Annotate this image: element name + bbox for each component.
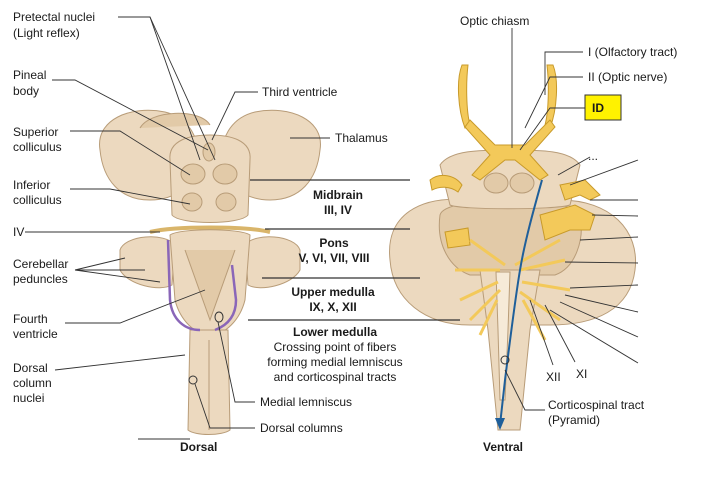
band-lower-medulla-line2: forming medial lemniscus [267, 355, 402, 369]
dorsal-labels: Pretectal nuclei (Light reflex) Pineal b… [13, 10, 388, 454]
corticospinal-arrowhead [495, 418, 505, 430]
band-midbrain-nerves: III, IV [324, 203, 352, 217]
band-upper-medulla-nerves: IX, X, XII [309, 300, 356, 314]
label-thalamus: Thalamus [335, 131, 388, 145]
pineal-body [202, 142, 216, 162]
band-lower-medulla-line1: Crossing point of fibers [274, 340, 397, 354]
ventral-labels: Optic chiasm I (Olfactory tract) II (Opt… [460, 14, 677, 454]
label-ventricle: ventricle [13, 327, 58, 341]
label-fourth: Fourth [13, 312, 48, 326]
label-light-reflex: (Light reflex) [13, 26, 80, 40]
label-pyramid: (Pyramid) [548, 413, 600, 427]
label-pineal: Pineal [13, 68, 46, 82]
label-corticospinal-tract: Corticospinal tract [548, 398, 645, 412]
band-pons-title: Pons [319, 236, 349, 250]
trigeminal-nerve [539, 204, 596, 241]
oculomotor-left [429, 174, 463, 193]
label-dorsal-view: Dorsal [180, 440, 217, 454]
thalamus-inner-left [139, 112, 211, 129]
dorsal-column-nucleus-marker [214, 311, 224, 323]
cranial-rootlets [455, 238, 571, 341]
label-xi: XI [576, 367, 587, 381]
label-pretectal-nuclei: Pretectal nuclei [13, 10, 95, 24]
label-dorsal: Dorsal [13, 361, 48, 375]
band-lower-medulla-title: Lower medulla [293, 325, 377, 339]
trochlear-nerve [149, 225, 271, 234]
label-medial-lemniscus: Medial lemniscus [260, 395, 352, 409]
label-optic-chiasm: Optic chiasm [460, 14, 529, 28]
band-midbrain-title: Midbrain [313, 188, 363, 202]
label-peduncles: peduncles [13, 272, 68, 286]
label-dorsal-columns: Dorsal columns [260, 421, 343, 435]
label-nuclei: nuclei [13, 391, 44, 405]
superior-colliculus-left [180, 163, 206, 185]
ventral-brainstem-illustration [389, 64, 637, 431]
cerebellar-peduncle-right [244, 236, 301, 289]
label-column: column [13, 376, 52, 390]
label-inferior-colliculus: colliculus [13, 193, 62, 207]
leader-lines [25, 16, 639, 440]
medulla-ventral [479, 269, 541, 431]
label-iv: IV [13, 225, 24, 239]
dorsal-brainstem-illustration [99, 109, 321, 435]
label-xii: XII [546, 370, 561, 384]
label-ventral-view: Ventral [483, 440, 523, 454]
label-third-ventricle: Third ventricle [262, 85, 338, 99]
superior-colliculus-right [212, 163, 238, 185]
trigeminal-nerve-left [444, 227, 471, 249]
label-olfactory-tract: I (Olfactory tract) [588, 45, 677, 59]
label-ellipsis: ... [588, 149, 598, 163]
cerebral-peduncles [439, 149, 581, 210]
inferior-colliculus-left [181, 192, 203, 212]
inferior-colliculus-right [215, 192, 237, 212]
level-band-labels: Midbrain III, IV Pons V, VI, VII, VIII U… [267, 188, 402, 384]
band-lower-medulla-line3: and corticospinal tracts [274, 370, 397, 384]
decussation-marker [500, 355, 510, 365]
label-id: ID [592, 101, 604, 115]
label-optic-nerve: II (Optic nerve) [588, 70, 667, 84]
corticospinal-tract [499, 179, 543, 426]
fourth-ventricle-floor [184, 249, 236, 322]
band-pons-nerves: V, VI, VII, VIII [299, 251, 370, 265]
optic-chiasm [464, 119, 556, 181]
label-pineal-body: body [13, 84, 39, 98]
level-divider-lines [248, 179, 460, 321]
label-superior: Superior [13, 125, 58, 139]
id-box [584, 94, 622, 121]
label-cerebellar: Cerebellar [13, 257, 68, 271]
label-superior-colliculus: colliculus [13, 140, 62, 154]
pyramid [495, 271, 511, 401]
dorsal-columns-marker [188, 375, 198, 385]
label-inferior: Inferior [13, 178, 50, 192]
medial-lemniscus-left [166, 239, 201, 332]
olfactory-tract-left [457, 64, 471, 129]
mammillary-left [483, 172, 509, 194]
mammillary-right [509, 172, 535, 194]
olfactory-tract-right [544, 64, 558, 129]
medial-lemniscus-right [214, 264, 238, 332]
band-upper-medulla-title: Upper medulla [291, 285, 375, 299]
